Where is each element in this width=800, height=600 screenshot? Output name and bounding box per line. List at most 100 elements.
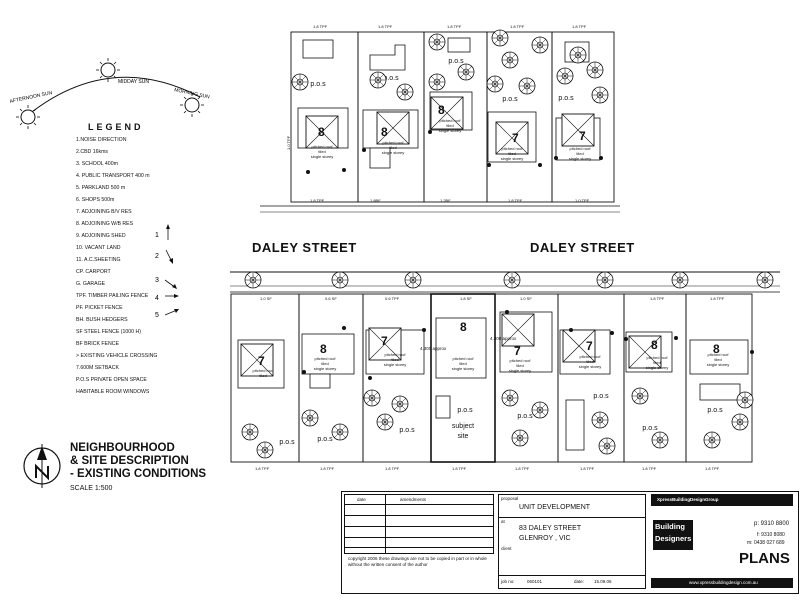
- midday-sun-icon: [96, 58, 120, 82]
- svg-text:p.o.s: p.o.s: [310, 81, 326, 88]
- svg-text:1.0 TPF: 1.0 TPF: [575, 198, 590, 203]
- legend-symbol-4: 4: [155, 295, 159, 302]
- trees-bottom: [241, 387, 754, 459]
- svg-text:p.o.s: p.o.s: [642, 425, 658, 432]
- address-line-2: GLENROY , VIC: [519, 535, 571, 542]
- svg-text:tiled: tiled: [321, 361, 328, 366]
- svg-text:subject: subject: [452, 423, 474, 430]
- svg-text:single storey: single storey: [569, 156, 591, 161]
- svg-text:tiled: tiled: [653, 360, 660, 365]
- svg-text:pitched roof: pitched roof: [647, 355, 669, 360]
- svg-text:8: 8: [318, 125, 325, 139]
- svg-text:1.8 TPF: 1.8 TPF: [580, 466, 595, 471]
- svg-text:4.300 approx: 4.300 approx: [420, 346, 447, 351]
- svg-text:p.o.s: p.o.s: [448, 58, 464, 65]
- website-banner: [651, 578, 793, 588]
- phone-number: p: 9310 8800: [754, 521, 790, 527]
- svg-text:p.o.s: p.o.s: [502, 96, 518, 103]
- company-name: XpressBuildingDesignGroup: [657, 497, 719, 502]
- svg-text:8: 8: [713, 342, 720, 356]
- svg-text:p.o.s: p.o.s: [383, 75, 399, 82]
- svg-text:7: 7: [512, 131, 519, 145]
- svg-text:p.o.s: p.o.s: [593, 393, 609, 400]
- svg-text:7: 7: [586, 339, 593, 353]
- svg-text:1.8BF: 1.8BF: [370, 198, 381, 203]
- svg-text:tiled: tiled: [259, 373, 266, 378]
- svg-text:pitched roof: pitched roof: [440, 118, 462, 123]
- svg-text:tiled: tiled: [586, 359, 593, 364]
- legend-item: PF. PICKET FENCE: [76, 305, 123, 311]
- legend-item: SF STEEL FENCE (1000 H): [76, 329, 141, 335]
- date-label: date:: [574, 579, 585, 584]
- svg-text:1.8 TPF: 1.8 TPF: [650, 296, 665, 301]
- legend-item: 7. ADJOINING B/V RES: [76, 209, 132, 215]
- legend-item: TPF. TIMBER PAILING FENCE: [76, 293, 149, 299]
- svg-text:tiled: tiled: [714, 357, 721, 362]
- svg-text:1.8 TPF: 1.8 TPF: [320, 466, 335, 471]
- job-number: 060101: [527, 579, 543, 584]
- street-name-right: DALEY STREET: [530, 240, 635, 255]
- svg-text:single storey: single storey: [579, 364, 601, 369]
- proposal-block: proposal UNIT DEVELOPMENT at 83 DALEY ST…: [498, 494, 646, 589]
- legend-item: 3. SCHOOL 400m: [76, 161, 118, 167]
- svg-text:pitched roof: pitched roof: [383, 140, 405, 145]
- svg-text:single storey: single storey: [384, 362, 406, 367]
- title-line-2: & SITE DESCRIPTION: [70, 455, 189, 467]
- bottom-lots: [230, 293, 753, 463]
- legend-item: 8. ADJOINING W/B RES: [76, 221, 134, 227]
- legend-item: 6. SHOPS 500m: [76, 197, 115, 203]
- svg-text:single storey: single storey: [439, 128, 461, 133]
- svg-text:pitched roof: pitched roof: [315, 356, 337, 361]
- svg-text:1.8 TPF: 1.8 TPF: [642, 466, 657, 471]
- trees-street: [244, 271, 774, 289]
- proposal-value: UNIT DEVELOPMENT: [519, 504, 591, 511]
- svg-text:1.8 TPF: 1.8 TPF: [510, 24, 525, 29]
- morning-sun-icon: [180, 93, 204, 117]
- legend-item: 9. ADJOINING SHED: [76, 233, 126, 239]
- svg-text:tiled: tiled: [516, 363, 523, 368]
- title-line-1: NEIGHBOURHOOD: [70, 442, 175, 454]
- svg-text:1.8 TPF: 1.8 TPF: [572, 24, 587, 29]
- svg-text:tiled: tiled: [508, 151, 515, 156]
- svg-text:single storey: single storey: [509, 368, 531, 373]
- svg-text:1.0 SF: 1.0 SF: [260, 296, 272, 301]
- legend-item: BH. BUSH HEDGERS: [76, 317, 128, 323]
- svg-text:1.8 TPF: 1.8 TPF: [378, 24, 393, 29]
- date-header: date: [357, 497, 366, 502]
- svg-text:tiled: tiled: [389, 145, 396, 150]
- svg-text:7: 7: [579, 129, 586, 143]
- svg-text:1.8 TPF: 1.8 TPF: [313, 24, 328, 29]
- svg-text:p.o.s: p.o.s: [399, 427, 415, 434]
- svg-text:pitched roof: pitched roof: [708, 352, 730, 357]
- plans-label: PLANS: [739, 550, 790, 567]
- svg-text:1.8 TPF: 1.8 TPF: [385, 466, 400, 471]
- svg-text:pitched roof: pitched roof: [253, 368, 275, 373]
- midday-sun-label: MIDDAY SUN: [118, 79, 149, 85]
- legend-item: 5. PARKLAND 500 m: [76, 185, 126, 191]
- title-block: date amendments copyright 2006 these dra…: [341, 491, 799, 594]
- company-logo: [653, 520, 693, 550]
- svg-text:8: 8: [460, 320, 467, 334]
- svg-text:p.o.s: p.o.s: [279, 439, 295, 446]
- svg-text:single storey: single storey: [452, 366, 474, 371]
- company-banner: [651, 494, 793, 506]
- amendments-table: date amendments: [344, 494, 494, 554]
- svg-text:7: 7: [514, 344, 521, 358]
- scale-label: SCALE 1:500: [70, 485, 113, 492]
- svg-text:single storey: single storey: [314, 366, 336, 371]
- svg-text:pitched roof: pitched roof: [570, 146, 592, 151]
- proposal-label: proposal: [501, 496, 519, 501]
- svg-text:p.o.s: p.o.s: [707, 407, 723, 414]
- svg-text:single storey: single storey: [707, 362, 729, 367]
- svg-text:4.300 approx: 4.300 approx: [490, 336, 517, 341]
- svg-text:p.o.s: p.o.s: [317, 436, 333, 443]
- svg-text:single storey: single storey: [646, 365, 668, 370]
- copyright-text: copyright 2006 these drawings are not to…: [348, 556, 487, 567]
- website-text: www.xpressbuildingdesign.com.au: [689, 580, 758, 585]
- amendments-header: amendments: [400, 497, 427, 502]
- svg-text:pitched roof: pitched roof: [510, 358, 532, 363]
- site-plan: 1.8 TPF 1.8 TPF 1.8 TPF 1.8 TPF 1.8 TPF 8 8…: [230, 24, 780, 471]
- svg-text:1.8 TPF: 1.8 TPF: [710, 296, 725, 301]
- svg-text:tiled: tiled: [576, 151, 583, 156]
- logo-text-bottom: Designers: [655, 534, 692, 543]
